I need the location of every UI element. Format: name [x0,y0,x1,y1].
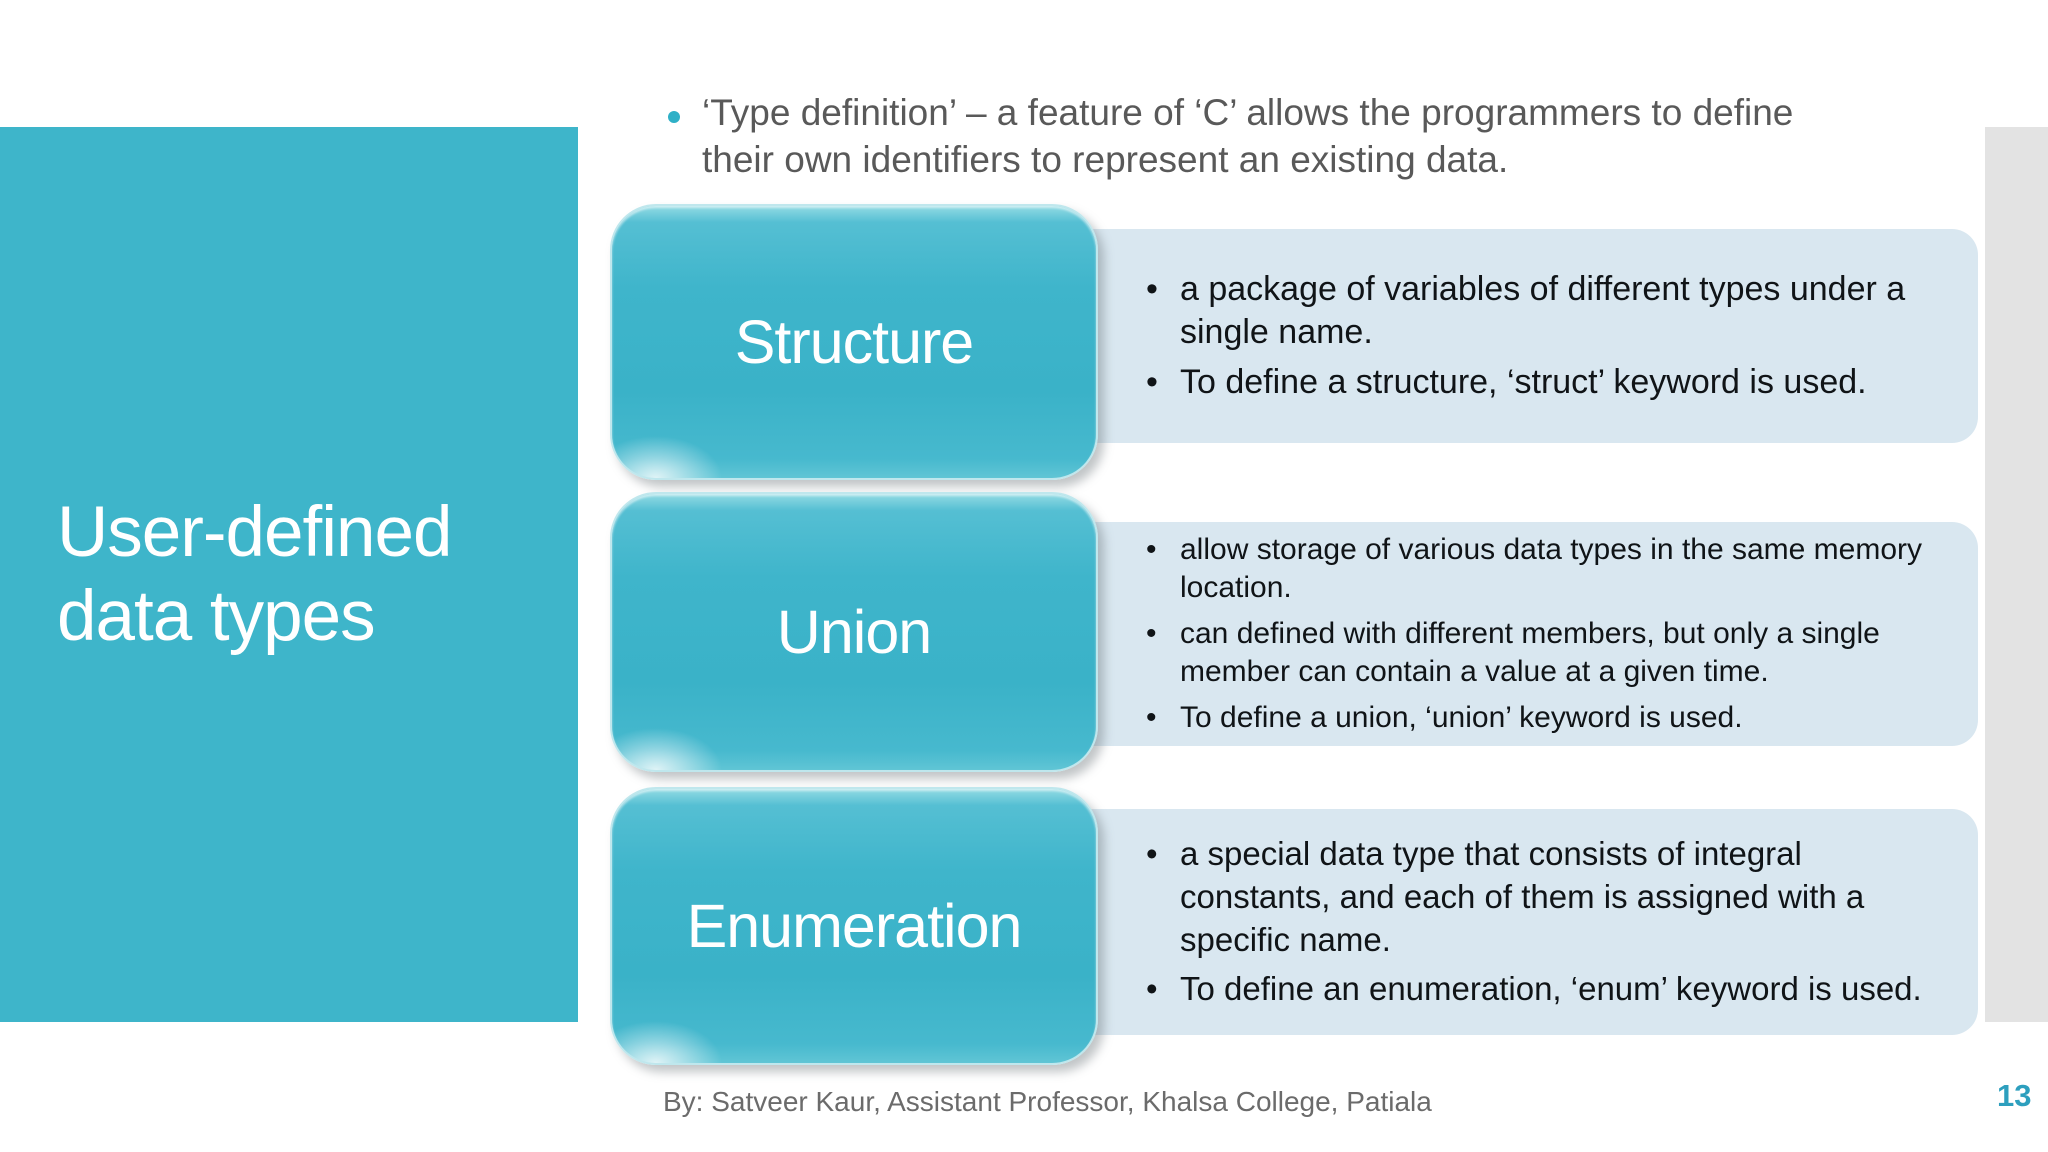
footer-credit: By: Satveer Kaur, Assistant Professor, K… [663,1086,1432,1117]
list-item: a special data type that consists of int… [1144,833,1936,962]
list-item: To define a structure, ‘struct’ keyword … [1144,361,1936,404]
intro-bullet-item: ‘Type definition’ – a feature of ‘C’ all… [666,90,1816,183]
union-detail-panel: allow storage of various data types in t… [1058,522,1978,746]
union-label: Union [776,598,932,666]
title-sidebar: User-defined data types [0,127,578,1022]
list-item: can defined with different members, but … [1144,615,1936,692]
structure-shape: Structure [610,204,1098,480]
enumeration-bullet-list: a special data type that consists of int… [1144,833,1936,1012]
enumeration-detail-panel: a special data type that consists of int… [1058,809,1978,1035]
page-number: 13 [1997,1078,2032,1113]
intro-text: ‘Type definition’ – a feature of ‘C’ all… [702,92,1794,180]
union-shape: Union [610,492,1098,772]
enumeration-label: Enumeration [686,892,1023,960]
list-item: allow storage of various data types in t… [1144,531,1936,608]
list-item: To define a union, ‘union’ keyword is us… [1144,699,1936,738]
right-accent-strip [1985,127,2048,1022]
structure-detail-panel: a package of variables of different type… [1058,229,1978,443]
slide-title: User-defined data types [57,492,452,656]
enumeration-shape: Enumeration [610,787,1098,1065]
list-item: a package of variables of different type… [1144,268,1936,354]
structure-bullet-list: a package of variables of different type… [1144,268,1936,405]
bullet-dot-icon [668,111,680,123]
structure-label: Structure [734,308,974,376]
union-bullet-list: allow storage of various data types in t… [1144,531,1936,737]
list-item: To define an enumeration, ‘enum’ keyword… [1144,968,1936,1011]
